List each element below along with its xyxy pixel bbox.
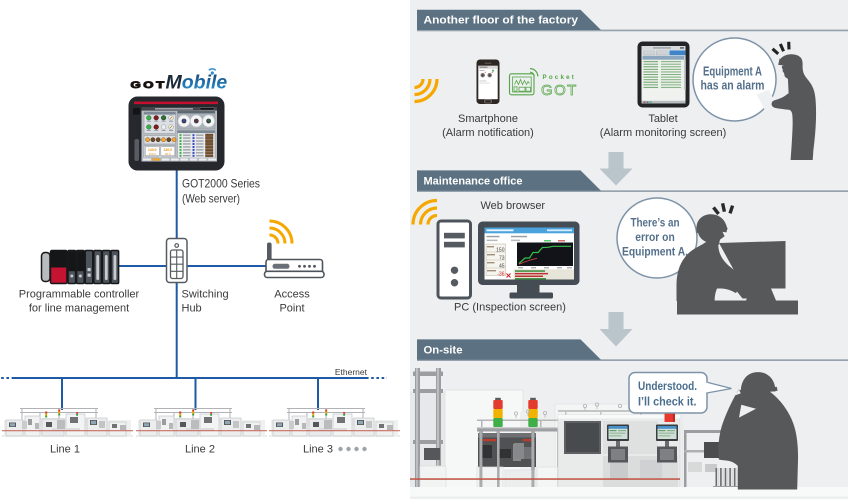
svg-text:Point: Point xyxy=(279,303,304,315)
svg-text:GOT2000 Series: GOT2000 Series xyxy=(182,177,260,191)
svg-text:Smartphone: Smartphone xyxy=(458,113,518,125)
svg-text:(Web server): (Web server) xyxy=(182,192,240,206)
svg-text:Access: Access xyxy=(274,289,310,301)
svg-text:On-site: On-site xyxy=(424,344,463,356)
svg-text:Another floor of the factory: Another floor of the factory xyxy=(424,15,579,27)
svg-text:-36: -36 xyxy=(497,271,504,277)
svg-text:Ethernet: Ethernet xyxy=(335,367,368,377)
svg-text:150: 150 xyxy=(496,247,505,253)
svg-text:Equipment A: Equipment A xyxy=(703,64,762,79)
svg-text:GOT: GOT xyxy=(541,82,578,99)
svg-text:100.0: 100.0 xyxy=(149,152,157,156)
svg-text:130.0: 130.0 xyxy=(164,148,173,152)
svg-text:Line 3: Line 3 xyxy=(303,444,333,456)
svg-text:PC (Inspection screen): PC (Inspection screen) xyxy=(454,302,566,314)
svg-text:45: 45 xyxy=(499,263,505,269)
svg-text:Web browser: Web browser xyxy=(481,200,546,212)
svg-text:Hub: Hub xyxy=(182,303,202,315)
svg-text:Tablet: Tablet xyxy=(648,113,677,125)
svg-text:Pocket: Pocket xyxy=(543,74,577,81)
svg-text:73: 73 xyxy=(499,255,505,261)
svg-text:GOT: GOT xyxy=(131,81,167,90)
svg-text:Mobile: Mobile xyxy=(166,72,228,94)
svg-text:I’ll check it.: I’ll check it. xyxy=(638,395,697,409)
svg-text:error on: error on xyxy=(635,230,675,244)
svg-text:Switching: Switching xyxy=(182,289,229,301)
svg-text:Line 2: Line 2 xyxy=(185,444,215,456)
svg-text:(Alarm notification): (Alarm notification) xyxy=(442,127,534,139)
svg-text:(Alarm monitoring screen): (Alarm monitoring screen) xyxy=(600,127,727,139)
svg-text:Programmable controller: Programmable controller xyxy=(19,289,140,301)
svg-text:has an alarm: has an alarm xyxy=(701,78,765,93)
svg-text:90.0: 90.0 xyxy=(165,152,171,156)
svg-text:Line 1: Line 1 xyxy=(50,444,80,456)
svg-text:There’s an: There’s an xyxy=(631,216,680,230)
svg-text:Equipment A.: Equipment A. xyxy=(622,244,688,258)
svg-text:for line management: for line management xyxy=(29,303,129,315)
svg-text:Maintenance office: Maintenance office xyxy=(424,175,523,187)
svg-text:Understood.: Understood. xyxy=(638,379,697,393)
svg-text:140.0: 140.0 xyxy=(148,148,157,152)
